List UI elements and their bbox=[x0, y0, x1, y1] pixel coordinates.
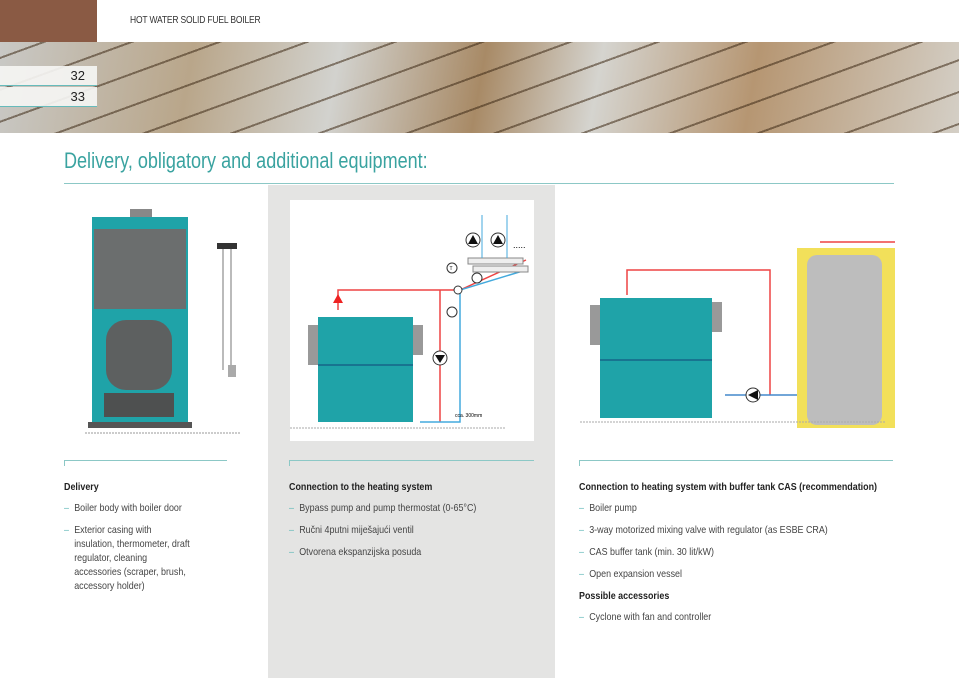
page-number-right: 33 bbox=[0, 87, 97, 107]
section-title: Connection to the heating system bbox=[289, 481, 433, 493]
section-rule bbox=[579, 460, 893, 466]
list-item: Cyclone with fan and controller bbox=[579, 610, 851, 624]
thermostat-label: T bbox=[450, 266, 453, 272]
divider bbox=[64, 183, 894, 184]
dimension-label: cca. 300mm bbox=[455, 413, 482, 419]
heating-system-diagram-graphic: ..... cca. 300mm T bbox=[290, 215, 529, 429]
list-item: Open expansion vessel bbox=[579, 567, 851, 581]
list-item: Boiler pump bbox=[579, 501, 851, 515]
section-title: Connection to heating system with buffer… bbox=[579, 481, 878, 493]
page-number-left: 32 bbox=[0, 66, 97, 86]
list-item: Otvorena ekspanzijska posuda bbox=[289, 545, 510, 559]
list-item: Exterior casing with insulation, thermom… bbox=[64, 523, 192, 593]
delivery-section: Delivery Boiler body with boiler door Ex… bbox=[64, 480, 224, 601]
list-item: 3-way motorized mixing valve with regula… bbox=[579, 523, 851, 537]
boiler-image bbox=[85, 209, 240, 434]
heating-connection-section: Connection to the heating system Bypass … bbox=[289, 480, 549, 567]
brand-block bbox=[0, 0, 97, 42]
more-circuits-dots: ..... bbox=[513, 240, 526, 250]
buffer-tank-section: Connection to heating system with buffer… bbox=[579, 480, 899, 632]
accessories-title: Possible accessories bbox=[579, 590, 670, 602]
list-item: Bypass pump and pump thermostat (0-65°C) bbox=[289, 501, 510, 515]
list-item: CAS buffer tank (min. 30 lit/kW) bbox=[579, 545, 851, 559]
list-item: Ručni 4putni miješajući ventil bbox=[289, 523, 510, 537]
section-title: Delivery bbox=[64, 481, 99, 493]
wood-banner-image bbox=[0, 42, 959, 133]
section-heading: Delivery, obligatory and additional equi… bbox=[64, 148, 428, 173]
document-title: HOT WATER SOLID FUEL BOILER bbox=[130, 15, 261, 26]
list-item: Boiler body with boiler door bbox=[64, 501, 200, 515]
section-rule bbox=[64, 460, 227, 466]
buffer-tank-diagram bbox=[580, 241, 895, 428]
section-rule bbox=[289, 460, 534, 466]
